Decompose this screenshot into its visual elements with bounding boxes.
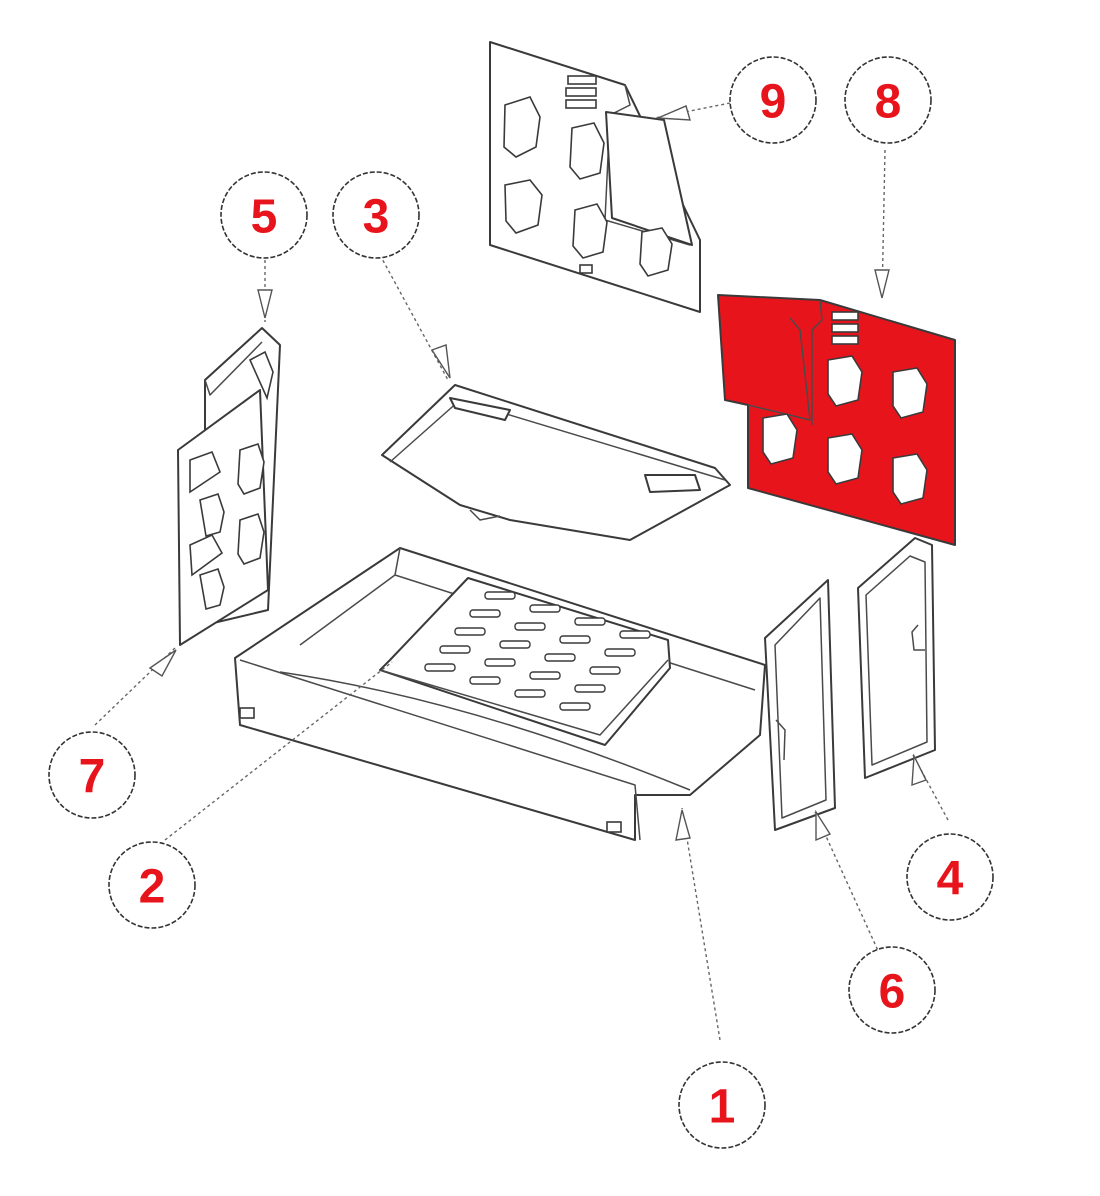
callout-label: 8	[875, 76, 902, 129]
callout-7: 7	[48, 731, 136, 819]
part-6-glass-frame	[764, 579, 836, 831]
callout-label: 4	[937, 853, 964, 906]
callout-label: 1	[709, 1081, 736, 1134]
callout-4: 4	[906, 833, 994, 921]
callout-label: 5	[251, 191, 278, 244]
callout-5: 5	[220, 171, 308, 259]
callout-label: 7	[79, 751, 106, 804]
part-9-rear-panel	[489, 41, 701, 313]
callout-2: 2	[108, 841, 196, 929]
callout-8: 8	[844, 56, 932, 144]
callout-label: 6	[879, 966, 906, 1019]
callout-label: 3	[363, 191, 390, 244]
part-5-7-side-panel	[177, 327, 281, 646]
callout-label: 9	[760, 76, 787, 129]
callout-1: 1	[678, 1061, 766, 1149]
leader-lines	[94, 102, 949, 1041]
part-4-door-frame	[857, 537, 936, 779]
callout-9: 9	[729, 56, 817, 144]
part-8-back-panel-highlighted	[717, 294, 956, 546]
callout-6: 6	[848, 946, 936, 1034]
callout-label: 2	[139, 861, 166, 914]
callout-3: 3	[332, 171, 420, 259]
part-3-baffle-tray	[381, 384, 731, 541]
part-1-2-base-with-grate	[234, 547, 766, 841]
